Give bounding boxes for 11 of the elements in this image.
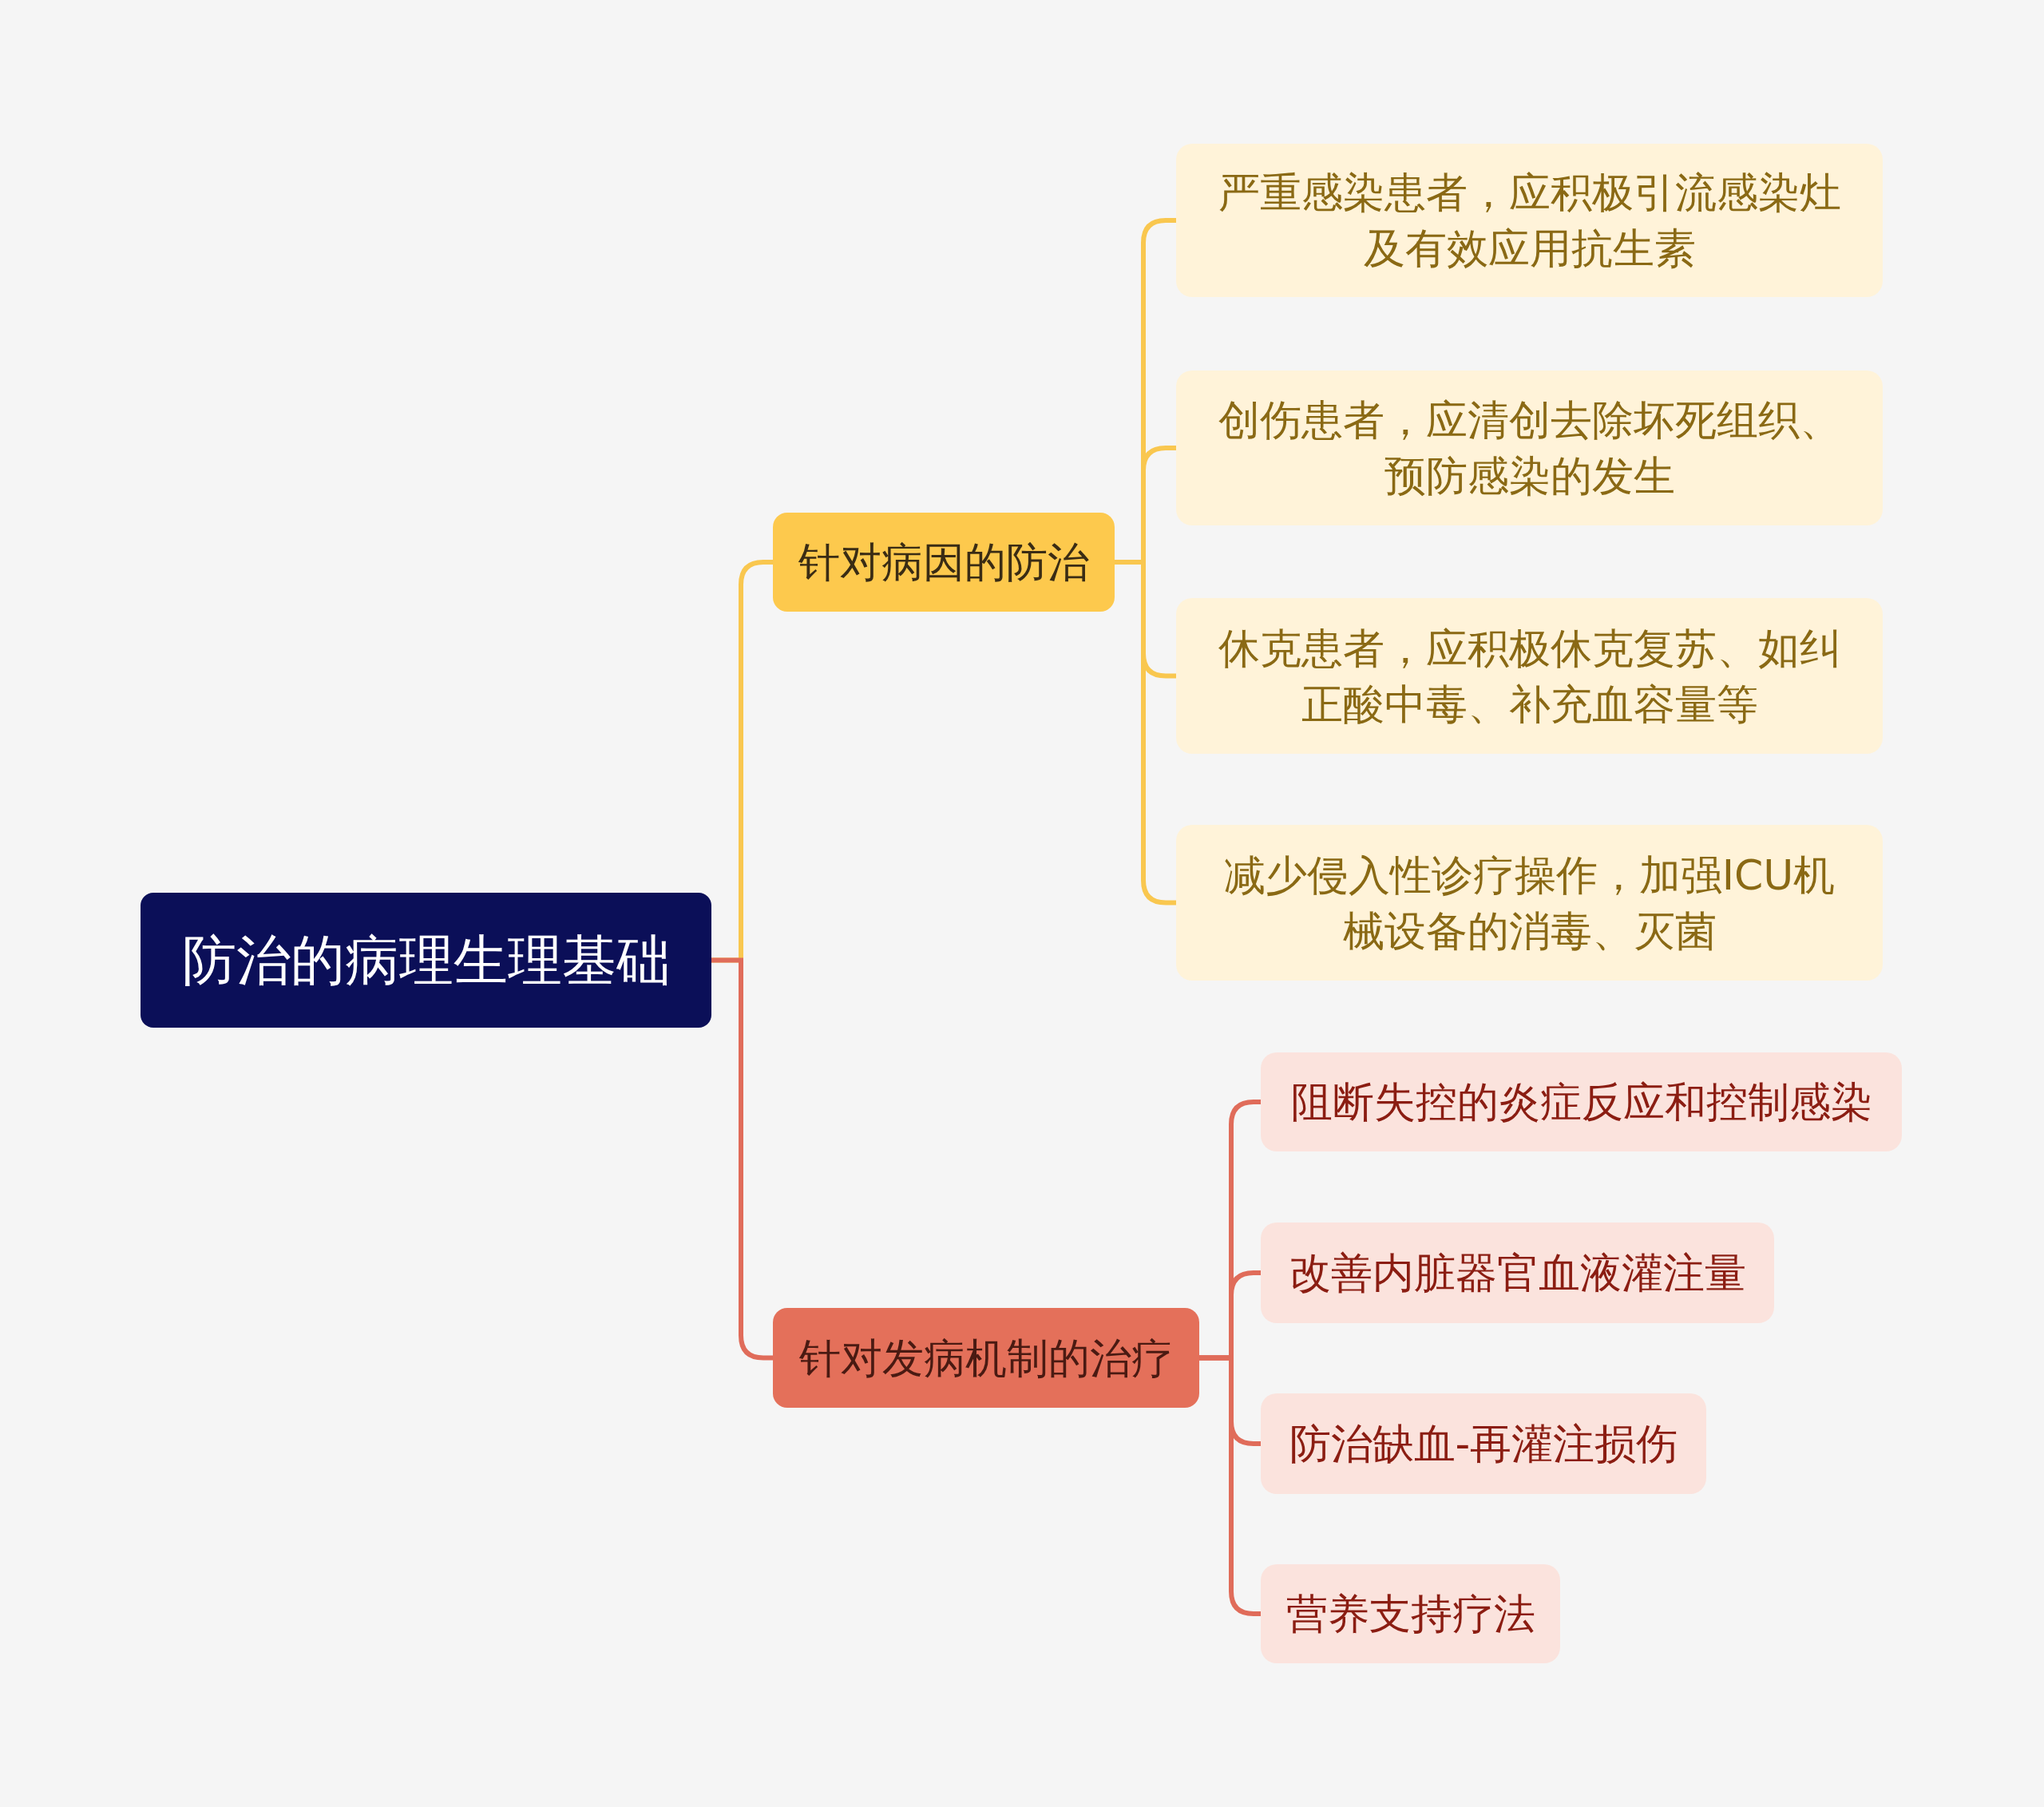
subtopic-box: 严重感染患者，应积极引流感染灶及有效应用抗生素 [1176, 144, 1883, 297]
subtopic-box: 营养支持疗法 [1261, 1564, 1560, 1663]
branch-topic-box: 针对病因的防治 [773, 513, 1115, 612]
subtopic-box: 休克患者，应积极休克复苏、如纠正酸中毒、补充血容量等 [1176, 598, 1883, 754]
branch-topic-box: 针对发病机制的治疗 [773, 1308, 1199, 1408]
subtopic-box: 减少侵入性诊疗操作，加强ICU机械设备的消毒、灭菌 [1176, 825, 1883, 981]
subtopic-box: 创伤患者，应清创去除坏死组织、预防感染的发生 [1176, 371, 1883, 525]
subtopic-box: 防治缺血-再灌注损伤 [1261, 1393, 1706, 1494]
subtopic-box: 阻断失控的炎症反应和控制感染 [1261, 1052, 1902, 1151]
subtopic-box: 改善内脏器官血液灌注量 [1261, 1222, 1774, 1323]
central-topic-box: 防治的病理生理基础 [141, 893, 711, 1028]
